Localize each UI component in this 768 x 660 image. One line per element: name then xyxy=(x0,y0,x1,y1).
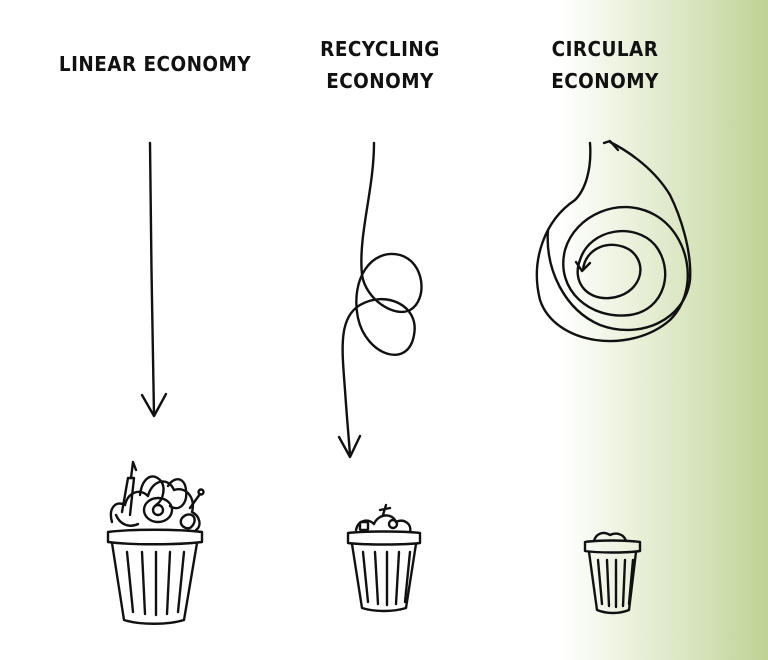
straight-arrow-icon xyxy=(140,141,168,418)
half-full-trash-bin-icon xyxy=(346,503,422,613)
full-trash-bin-icon xyxy=(106,460,205,625)
title-line: RECYCLING xyxy=(320,37,440,61)
title-line: LINEAR ECONOMY xyxy=(58,52,252,76)
spiral-loop-arrow-icon xyxy=(535,139,692,343)
almost-empty-trash-bin-icon xyxy=(583,531,642,615)
recycling-economy-title: RECYCLING ECONOMY xyxy=(302,33,458,97)
looped-arrow-icon xyxy=(337,141,423,459)
title-line: CIRCULAR xyxy=(551,37,659,61)
circular-economy-title: CIRCULAR ECONOMY xyxy=(536,33,674,97)
title-line: ECONOMY xyxy=(326,69,434,93)
linear-economy-title: LINEAR ECONOMY xyxy=(54,48,256,80)
title-line: ECONOMY xyxy=(551,69,659,93)
